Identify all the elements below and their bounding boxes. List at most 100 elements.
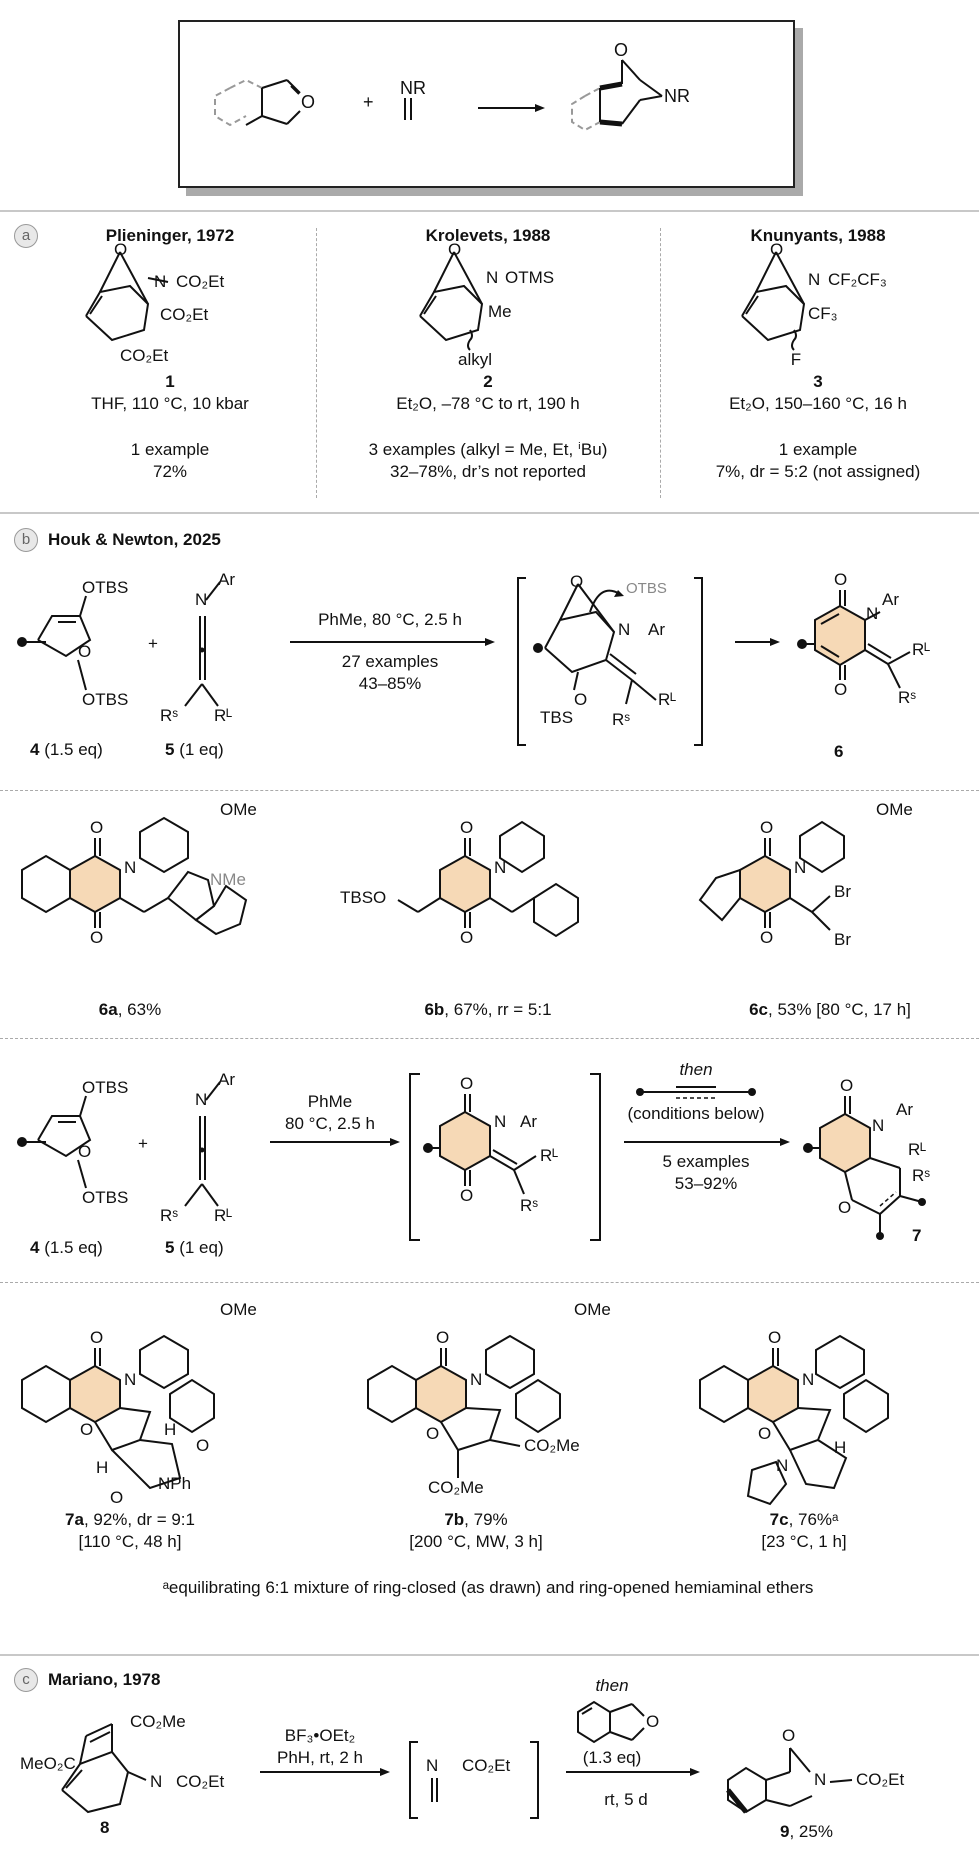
c8-co2me2: MeO₂C [20,1754,76,1773]
c8-co2et: CO₂Et [176,1772,225,1791]
r2-examples: 5 examples [662,1152,750,1171]
krolevets-title: Krolevets, 1988 [425,226,551,245]
7c-yield: , 76%ᵃ [788,1510,839,1529]
c1-co2et-c: CO₂Et [160,305,209,324]
6c-yield: , 53% [80 °C, 17 h] [768,1000,911,1019]
int-tbs: TBS [540,708,574,727]
p6-rl: Rᴸ [912,640,931,659]
6c-br2: Br [834,930,851,949]
c1-oxygen: O [114,240,128,259]
c-cond1: BF₃•OEt₂ [284,1726,356,1745]
6a-caption: 6a, 63% [99,1000,161,1020]
c9-co2et: CO₂Et [856,1770,905,1789]
r2-5-eq: (1 eq) [174,1238,224,1257]
p7-o: O [838,1198,852,1217]
compound-9-label: 9 [780,1822,790,1841]
compound-3-label: 3 [813,372,823,391]
c2-yield: 32–78%, dr’s not reported [390,462,586,481]
compound-6-label: 6 [834,742,844,761]
6c-o2: O [760,928,774,947]
int-otbs: OTBS [626,580,667,597]
compound-1-label: 1 [165,372,175,391]
r2-then: then [679,1060,713,1079]
r2-rl: Rᴸ [214,1206,233,1225]
c3-oxygen: O [770,240,784,259]
6a-yield: , 63% [117,1000,162,1019]
c9-yield: , 25% [789,1822,833,1841]
int-rs: Rˢ [612,710,631,729]
int-n: N [618,620,631,639]
r1-4-eq: (1.5 eq) [39,740,103,759]
6a-o1: O [90,818,104,837]
p7-ar: Ar [896,1100,913,1119]
r1-conditions: PhMe, 80 °C, 2.5 h [318,610,462,629]
overview-scheme: O + NR O NR [214,40,690,132]
c-then: then [595,1676,629,1695]
bridge-oxygen-label: O [614,40,628,60]
section-a-badge: a [14,224,38,248]
p7-o1: O [840,1076,854,1095]
7c-n: N [802,1370,815,1389]
7a-n: N [124,1370,137,1389]
knunyants-title: Knunyants, 1988 [750,226,886,245]
r1-5-label: 5 (1 eq) [165,740,224,760]
7a-ome: OMe [220,1300,257,1319]
p6-o2: O [834,680,848,699]
r1-ar: Ar [218,570,235,589]
7c-n2: N [776,1456,789,1475]
r1-4-label: 4 (1.5 eq) [30,740,103,760]
6a-nme: NMe [210,870,246,889]
r2-yield: 53–92% [674,1174,738,1193]
r1-otbs-top: OTBS [82,578,129,597]
compound-2-label: 2 [483,372,493,391]
7a-yield: , 92%, dr = 9:1 [83,1510,195,1529]
r1-plus: + [148,634,158,653]
c-cond2: PhH, rt, 2 h [277,1748,363,1767]
6c-n: N [794,858,807,877]
7c-label: 7c [769,1510,789,1529]
c9-n: N [814,1770,827,1789]
c3-cf3: CF₃ [808,304,838,323]
c-eq: (1.3 eq) [582,1748,642,1767]
footnote: ᵃequilibrating 6:1 mixture of ring-close… [162,1578,814,1597]
7c-conditions: [23 °C, 1 h] [761,1532,847,1551]
c2-alkyl: alkyl [457,350,493,369]
houk-newton-title: Houk & Newton, 2025 [48,530,221,549]
int-o2: O [574,690,588,709]
int-rl: Rᴸ [658,690,677,709]
6a-n: N [124,858,137,877]
p7-n: N [872,1116,885,1135]
r1-n: N [195,590,208,609]
7a-caption: 7a, 92%, dr = 9:1 [65,1510,195,1530]
c1-yield: 72% [152,462,188,481]
7b-o2: O [426,1424,440,1443]
imine-label: NR [400,78,426,98]
7b-caption: 7b, 79% [444,1510,507,1530]
p6-ar: Ar [882,590,899,609]
r2-4-eq: (1.5 eq) [39,1238,103,1257]
6c-ome: OMe [876,800,913,819]
7a-nph: NPh [158,1474,192,1493]
p7-rl: Rᴸ [908,1140,927,1159]
7b-co2me1: CO₂Me [524,1436,580,1455]
compound-2-structure [419,251,484,351]
7a-h1: H [164,1420,177,1439]
7b-n: N [470,1370,483,1389]
plieninger-title: Plieninger, 1972 [105,226,235,245]
section-b [0,512,979,1652]
r2-compound-5-label: 5 [165,1238,175,1257]
p6-o1: O [834,570,848,589]
7a-h2: H [96,1458,109,1477]
c9-o: O [782,1726,796,1745]
plus-sign: + [363,92,374,112]
c2-conditions: Et₂O, –78 °C to rt, 190 h [396,394,580,413]
c8-n: N [150,1772,163,1791]
r2-int-rl: Rᴸ [540,1146,559,1165]
p6-n: N [866,604,879,623]
7a-o2: O [80,1420,94,1439]
divider [660,228,661,498]
